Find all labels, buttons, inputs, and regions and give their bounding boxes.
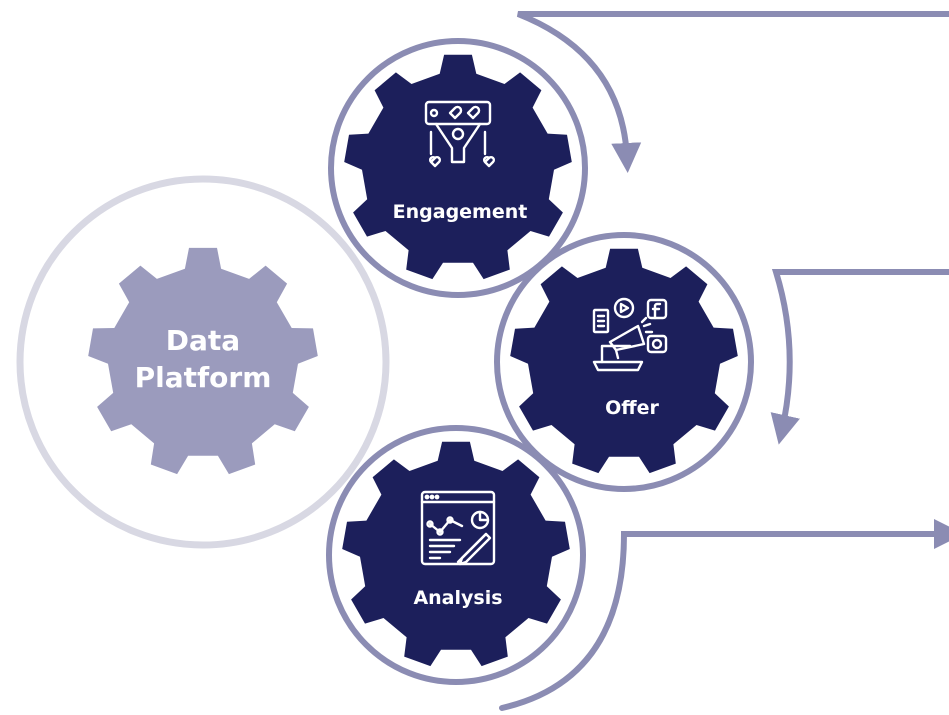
analysis-label: Analysis <box>413 587 502 609</box>
engagement-funnel-icon <box>424 100 496 168</box>
connector-lines <box>499 11 949 711</box>
digital-marketing-icon <box>592 297 668 372</box>
center-gear <box>88 247 318 475</box>
analytics-report-icon <box>420 490 496 566</box>
node-analysis: Analysis <box>326 425 586 685</box>
center-label-line1: Data <box>166 324 240 357</box>
analysis-gear <box>342 441 570 667</box>
connector-analysis <box>499 519 949 711</box>
node-offer: Offer <box>494 232 754 492</box>
engagement-gear <box>344 54 572 280</box>
connector-offer <box>770 269 949 445</box>
engagement-label: Engagement <box>393 201 528 223</box>
offer-label: Offer <box>605 397 659 419</box>
node-engagement: Engagement <box>328 38 588 298</box>
center-label-line2: Platform <box>135 361 272 394</box>
center-platform: Data Platform <box>16 175 390 549</box>
connector-engagement <box>516 11 949 173</box>
